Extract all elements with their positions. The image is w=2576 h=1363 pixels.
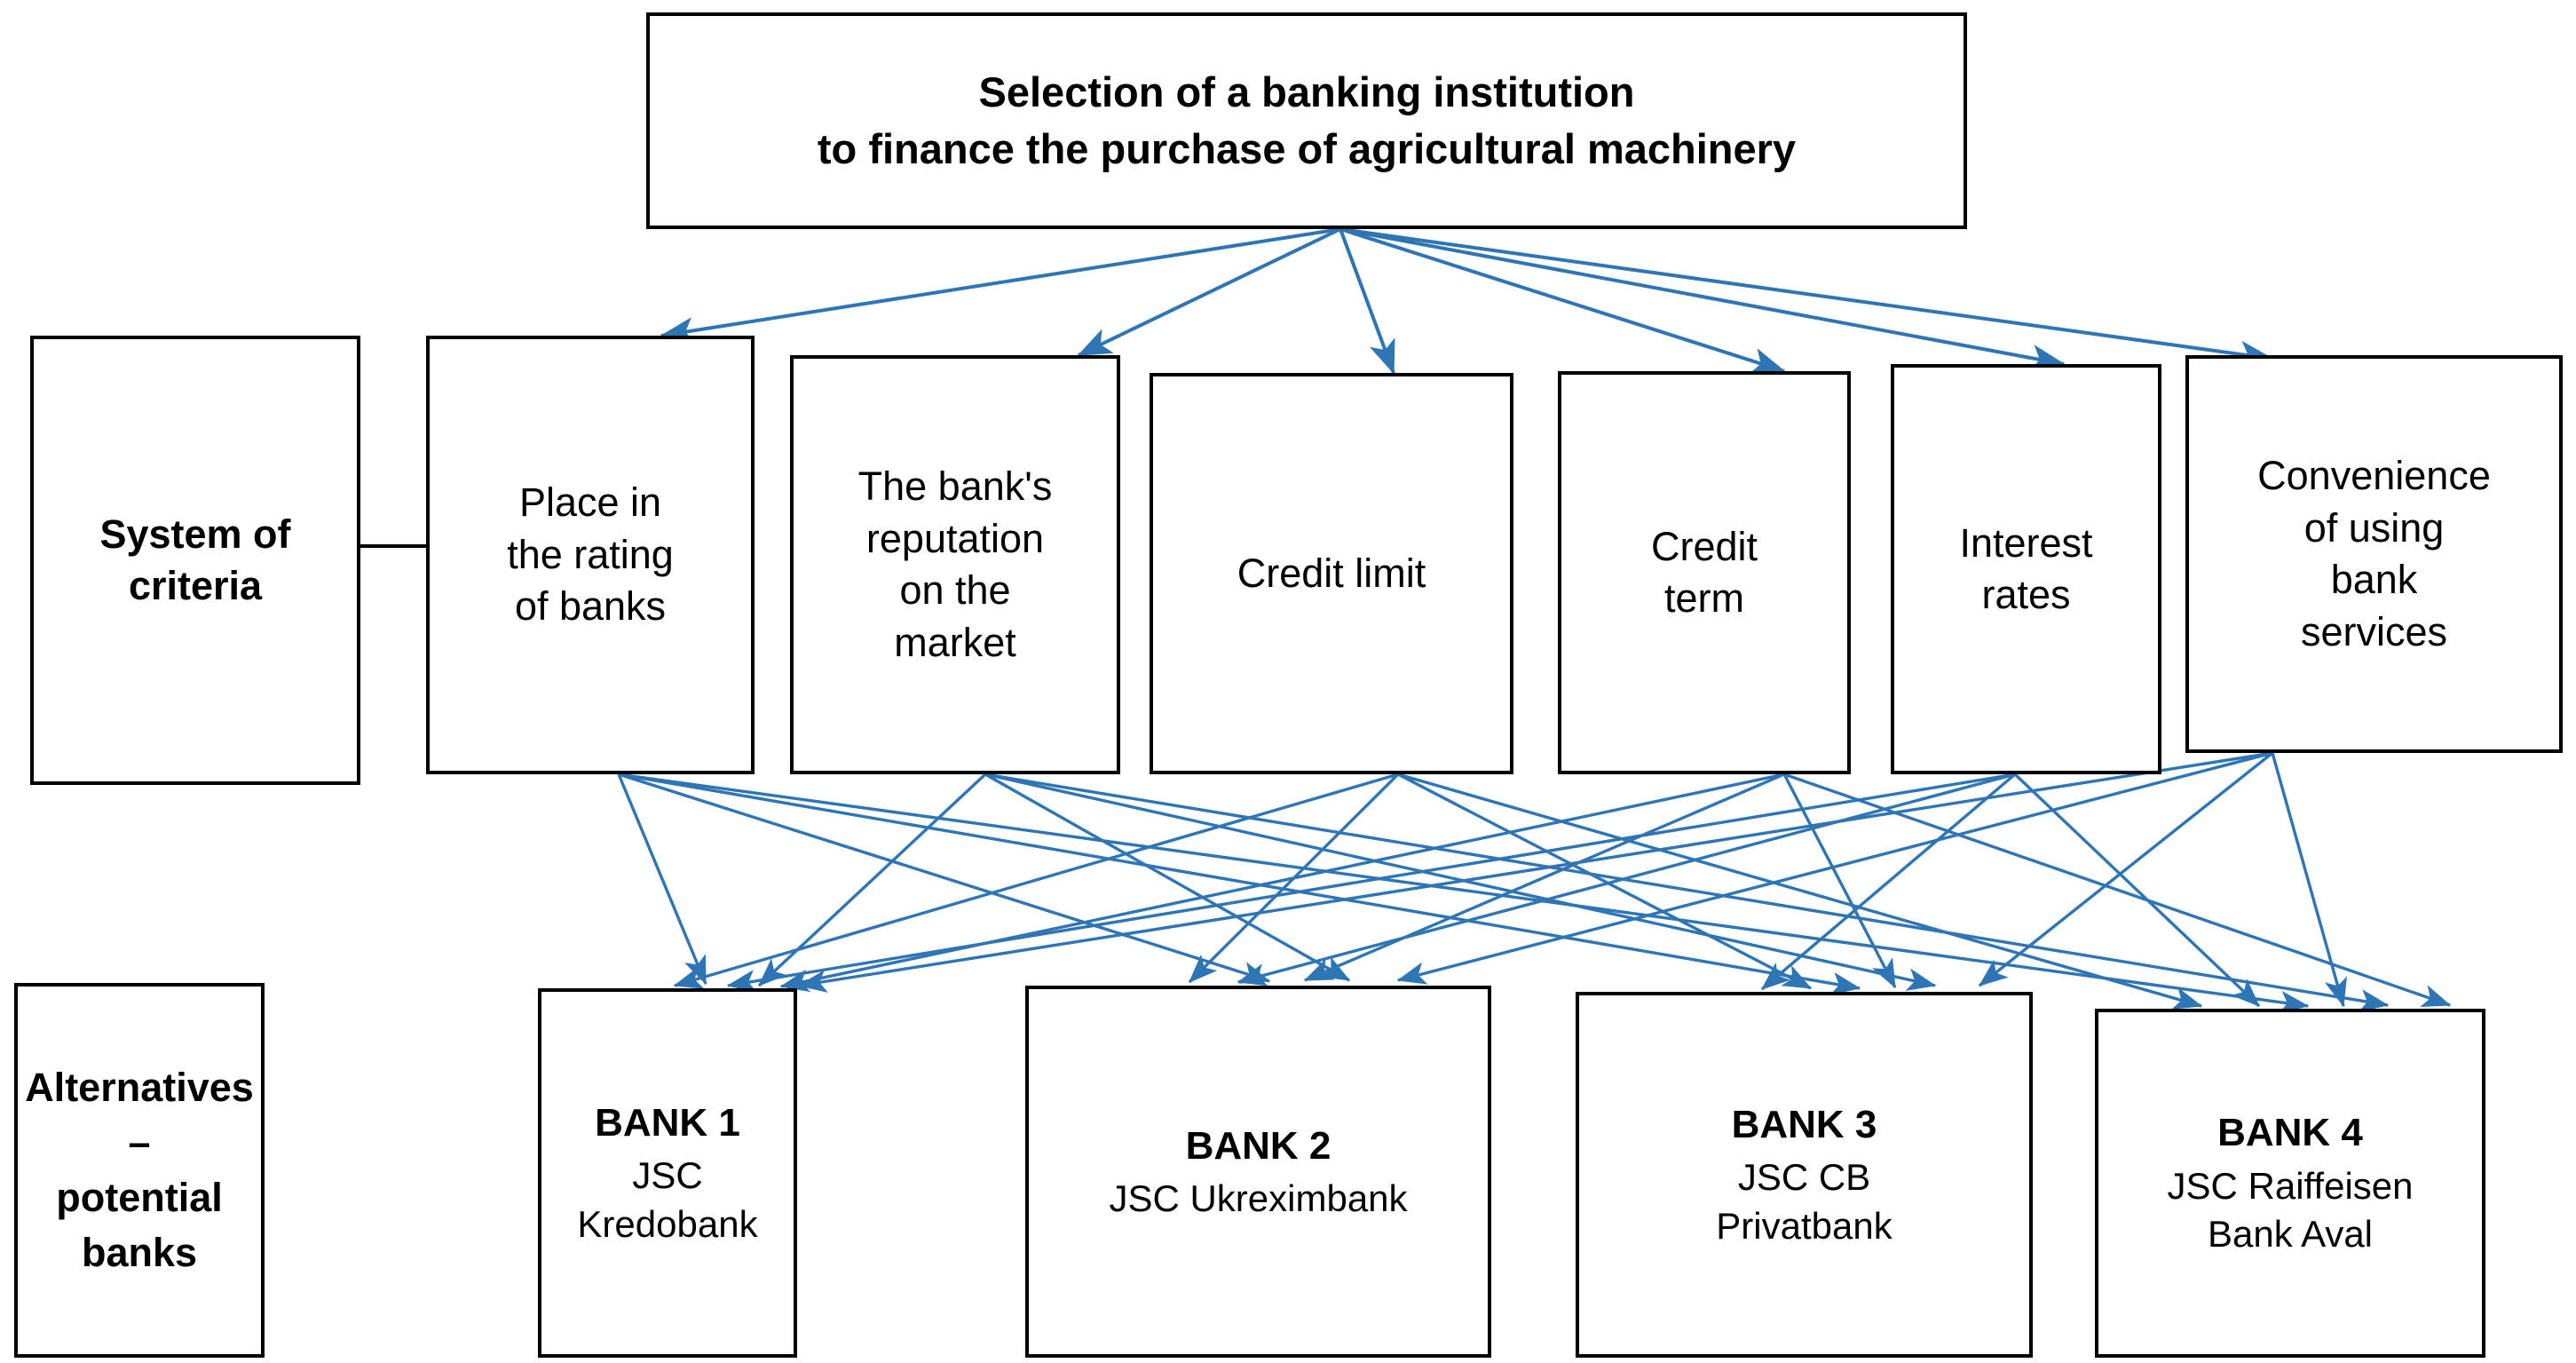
alternatives-level-label: Alternatives – potential banks [14,983,265,1358]
criterion-box-convenience[interactable]: Convenience of using bank services [2185,355,2563,753]
criterion-box-credit-term[interactable]: Credit term [1558,371,1851,774]
criterion-line: reputation [865,515,1045,561]
goal-box[interactable]: Selection of a banking institution to fi… [646,12,1967,229]
criterion-box-rating[interactable]: Place in the rating of banks [426,336,755,774]
bank-name: BANK 1 [595,1100,740,1145]
criterion-line: of using [2303,504,2445,551]
criterion-line: on the [899,567,1011,613]
criterion-line: the rating [507,531,674,577]
criterion-line: Interest [1959,519,2093,566]
criterion-line: Credit [1650,523,1758,569]
criteria-label-connector [359,544,430,548]
criterion-line: term [1664,575,1744,621]
alternatives-label-line-1: Alternatives – [25,1064,254,1165]
criteria-label-line-1: System of [99,511,291,557]
criterion-line: services [2300,608,2448,654]
alternative-box-bank-2[interactable]: BANK 2 JSC Ukreximbank [1025,986,1491,1358]
bank-subtitle-line: JSC Ukreximbank [1109,1177,1408,1219]
bank-name: BANK 3 [1731,1102,1877,1146]
bank-subtitle-line: JSC Kredobank [577,1154,758,1245]
criterion-line: of banks [514,583,667,630]
criterion-line: Credit limit [1237,550,1426,596]
criterion-line: bank [2330,557,2418,602]
bank-subtitle-line: JSC Raiffeisen [2167,1164,2414,1207]
goal-title-line-2: to finance the purchase of agricultural … [817,125,1797,172]
goal-to-criteria-arrows [660,227,2274,375]
alternative-box-bank-4[interactable]: BANK 4 JSC Raiffeisen Bank Aval [2095,1009,2485,1358]
criterion-line: rates [1981,572,2071,617]
criterion-line: market [894,619,1016,665]
criteria-to-alternatives-arrows [617,751,2452,1014]
alternative-box-bank-1[interactable]: BANK 1 JSC Kredobank [538,988,797,1358]
criterion-box-interest-rates[interactable]: Interest rates [1891,364,2161,774]
bank-name: BANK 2 [1185,1123,1331,1168]
criterion-box-reputation[interactable]: The bank's reputation on the market [790,355,1120,774]
alternative-box-bank-3[interactable]: BANK 3 JSC CB Privatbank [1576,992,2033,1358]
criterion-line: Place in [518,479,662,526]
alternatives-label-line-2: potential banks [56,1175,223,1276]
criterion-box-credit-limit[interactable]: Credit limit [1150,373,1513,774]
bank-subtitle-line: JSC CB [1737,1156,1871,1198]
bank-subtitle-line: Bank Aval [2207,1213,2374,1256]
criterion-line: The bank's [857,464,1053,509]
criteria-label-line-2: criteria [128,563,263,608]
criteria-level-label: System of criteria [30,336,360,785]
goal-title-line-1: Selection of a banking institution [978,68,1635,116]
bank-name: BANK 4 [2217,1111,2363,1155]
criterion-line: Convenience [2257,453,2491,498]
bank-subtitle-line: Privatbank [1716,1204,1892,1247]
